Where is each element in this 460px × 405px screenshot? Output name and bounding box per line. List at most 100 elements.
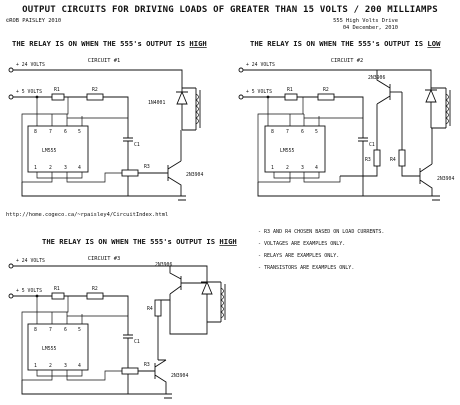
circuit1-5v-label: + 5 VOLTS — [16, 89, 42, 95]
circuit2-name: CIRCUIT #2 — [331, 58, 363, 64]
note-item: - TRANSISTORS ARE EXAMPLES ONLY. — [258, 265, 354, 271]
circuit2-24v-rail — [243, 69, 432, 90]
circuit2-pin3: 3 — [301, 165, 304, 171]
circuit3-npn — [154, 359, 167, 394]
circuit3-24v-terminal — [8, 263, 14, 269]
circuit1-pin1: 1 — [34, 165, 37, 171]
circuit1-r2-label: R2 — [92, 87, 98, 93]
circuit3-heading: THE RELAY IS ON WHEN THE 555's OUTPUT IS… — [42, 237, 237, 246]
circuit2-5v-rail — [243, 96, 364, 138]
circuit1-24v-terminal — [8, 67, 14, 73]
circuit3-ic-label: LM555 — [42, 346, 57, 352]
circuit2-r1-label: R1 — [287, 87, 293, 93]
circuit1-r3-label: R3 — [144, 164, 150, 170]
circuit1-pin2: 2 — [49, 165, 52, 171]
circuit1-5v-terminal — [8, 94, 14, 100]
circuit3-pin2: 2 — [49, 363, 52, 369]
circuit1-ground — [21, 182, 186, 201]
notes-block: - R3 AND R4 CHOSEN BASED ON LOAD CURRENT… — [258, 229, 384, 271]
circuit2-relay — [431, 87, 451, 129]
circuit3-pin5: 5 — [78, 327, 81, 333]
circuit1-r1 — [51, 93, 65, 101]
circuit1-pin7: 7 — [49, 129, 52, 135]
circuit2-5v-label: + 5 VOLTS — [246, 89, 272, 95]
circuit1-pin8: 8 — [34, 129, 37, 135]
circuit2-24v-label: + 24 VOLTS — [246, 62, 275, 68]
circuit1-ic-label: LM555 — [42, 148, 57, 154]
circuit1-24v-label: + 24 VOLTS — [16, 62, 45, 68]
circuit3-555-ic — [27, 323, 89, 371]
circuit3-pin6: 6 — [64, 327, 67, 333]
circuit2-pin8: 8 — [271, 129, 274, 135]
circuit3-5v-label: + 5 VOLTS — [16, 288, 42, 294]
circuit1-r2 — [86, 93, 104, 101]
copyright-text: ©ROB PAISLEY 2010 — [6, 18, 61, 24]
circuit2-r4-wire — [401, 92, 420, 177]
circuit1-relay — [182, 87, 201, 131]
circuit3-r2 — [86, 292, 104, 300]
circuit1-c1 — [123, 137, 133, 196]
note-item: - R3 AND R4 CHOSEN BASED ON LOAD CURRENT… — [258, 229, 384, 235]
circuit2-ground — [257, 182, 440, 201]
circuit1-heading: THE RELAY IS ON WHEN THE 555's OUTPUT IS… — [12, 39, 207, 48]
note-item: - VOLTAGES ARE EXAMPLES ONLY. — [258, 241, 345, 247]
note-item: - RELAYS ARE EXAMPLES ONLY. — [258, 253, 339, 259]
circuit1-transistor — [167, 130, 182, 196]
circuit2-ic-label: LM555 — [280, 148, 295, 154]
circuit1-555-ic — [27, 125, 89, 173]
circuit3-diode — [201, 280, 213, 322]
circuit3-r3-label: R3 — [144, 362, 150, 368]
drawing-name: 555 High Volts Drive — [333, 18, 398, 24]
circuit1-pin5: 5 — [78, 129, 81, 135]
circuit3-24v-label: + 24 VOLTS — [16, 258, 45, 264]
circuit3-npn-label: 2N3904 — [171, 373, 188, 379]
circuit2-pnp — [376, 70, 391, 150]
circuit1-24v-rail — [13, 69, 183, 92]
circuit2-r3-wire — [340, 166, 378, 177]
circuit3-pnp-label: 2N3906 — [155, 262, 172, 268]
circuit2-r3 — [373, 149, 381, 167]
circuit2-r3-label: R3 — [365, 157, 371, 163]
circuit3-r2-label: R2 — [92, 286, 98, 292]
circuit-1: CIRCUIT #1 + 24 VOLTS + 5 VOLTS R1 R2 LM… — [8, 58, 203, 201]
circuit2-pin5: 5 — [315, 129, 318, 135]
circuit1-r1-label: R1 — [54, 87, 60, 93]
circuit2-555-ic — [264, 125, 326, 173]
circuit2-r4 — [398, 149, 406, 167]
circuit3-relay-coil — [220, 287, 224, 319]
circuit2-diode — [425, 88, 437, 128]
circuit1-pin6: 6 — [64, 129, 67, 135]
circuit3-pin1: 1 — [34, 363, 37, 369]
circuit3-relay-return — [169, 300, 208, 335]
circuit2-24v-terminal — [238, 67, 244, 73]
circuit3-5v-terminal — [8, 293, 14, 299]
circuit2-c1 — [358, 137, 368, 196]
circuit1-relay-coil — [195, 93, 199, 125]
circuit1-pin3: 3 — [64, 165, 67, 171]
circuit3-c1-label: C1 — [134, 339, 140, 345]
circuit3-r4 — [154, 299, 162, 317]
circuit3-pin3: 3 — [64, 363, 67, 369]
circuit2-r4-label: R4 — [390, 157, 396, 163]
circuit1-r3 — [121, 169, 139, 177]
circuit2-pin4: 4 — [315, 165, 318, 171]
circuit3-c1 — [123, 334, 133, 394]
drawing-date: 04 December, 2010 — [343, 25, 398, 31]
circuit1-name: CIRCUIT #1 — [88, 58, 120, 64]
circuit3-24v-rail — [13, 265, 208, 282]
circuit2-c1-label: C1 — [369, 142, 375, 148]
circuit2-r1 — [284, 93, 298, 101]
circuit1-diode — [176, 90, 188, 130]
circuit3-pnp — [158, 266, 207, 301]
circuit-3: CIRCUIT #3 + 24 VOLTS + 5 VOLTS R1 R2 LM… — [8, 256, 226, 399]
circuit2-heading: THE RELAY IS ON WHEN THE 555's OUTPUT IS… — [250, 39, 441, 48]
circuit3-ground — [21, 380, 172, 399]
circuit2-pin7: 7 — [286, 129, 289, 135]
circuit2-npn-label: 2N3904 — [437, 176, 454, 182]
circuit2-pin6: 6 — [301, 129, 304, 135]
circuit3-r1-label: R1 — [54, 286, 60, 292]
url-text: http://home.cogeco.ca/~rpaisley4/Circuit… — [6, 212, 168, 218]
circuit2-npn — [419, 128, 433, 196]
sheet-title: OUTPUT CIRCUITS FOR DRIVING LOADS OF GRE… — [22, 5, 438, 15]
